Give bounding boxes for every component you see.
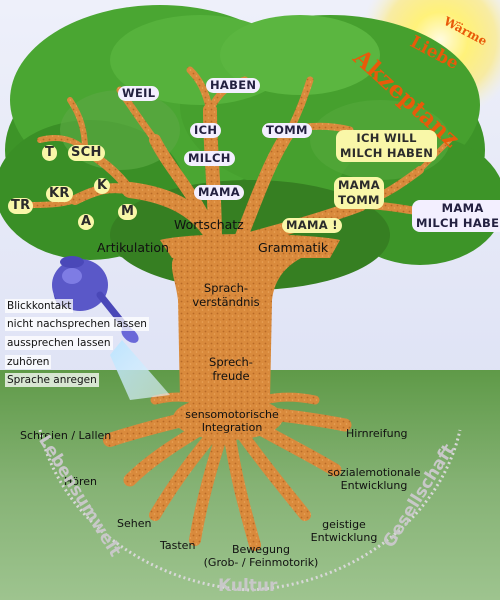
sentence-tomm: TOMM [338,192,380,207]
sentence-bubble-ich-will-milch-haben: ICH WILL MILCH HABEN [336,130,438,162]
sound-bubble-a: A [78,214,95,231]
tip-blickkontakt: Blickkontakt [5,299,74,313]
root-label-sozialemotionale-entwicklung: sozialemotionale Entwicklung [318,466,430,492]
root-label-hirnreifung: Hirnreifung [346,427,408,440]
tip-aussprechen-lassen: aussprechen lassen [5,336,113,350]
root-label-bewegung: Bewegung (Grob- / Feinmotorik) [196,543,326,569]
sentence-milch-haben: MILCH HABEN [340,145,434,160]
root-label-sehen: Sehen [117,517,152,530]
label-artikulation: Artikulation [97,240,169,255]
ring-word-kultur: Kultur [218,576,278,596]
root-label-hoeren: Hören [64,475,98,488]
label-sprechfreude-line1: Sprech- [209,355,253,369]
sound-bubble-k: K [94,178,111,195]
word-bubble-milch: MILCH [184,151,235,166]
sentence-bubble-mama-tomm: MAMA TOMM [334,177,384,209]
root-label-bewegung-line1: Bewegung [232,543,290,556]
sound-bubble-tr: TR [8,198,34,215]
word-bubble-haben: HABEN [206,78,261,93]
root-label-geistig-line2: Entwicklung [310,530,378,544]
tip-sprache-anregen: Sprache anregen [5,373,99,387]
water-stream [110,340,170,400]
word-bubble-ich: ICH [190,123,222,138]
root-label-sozial-line1: sozialemotionale [327,466,421,479]
label-sprechfreude: Sprech- freude [196,355,266,384]
word-bubble-weil: WEIL [118,86,160,101]
sound-bubble-kr: KR [46,186,73,203]
label-sprechfreude-line2: freude [212,368,250,383]
tree-trunk [171,250,320,400]
label-wortschatz: Wortschatz [174,217,244,232]
root-label-schreien-lallen: Schreien / Lallen [20,429,112,442]
root-label-geistige-entwicklung: geistige Entwicklung [304,518,384,544]
word-bubble-mama: MAMA [194,185,244,200]
root-base [173,396,283,440]
sentence-bubble-mama-milch-haben: MAMA MILCH HABEN [412,200,500,232]
sound-bubble-sch: SCH [68,145,105,162]
sound-bubble-t: T [42,145,58,162]
label-sprachverstaendnis: Sprach- verständnis [186,281,266,310]
ring-path [38,429,462,592]
label-sprachverstaendnis-line2: verständnis [192,294,260,309]
tip-nicht-nachsprechen: nicht nachsprechen lassen [5,317,149,331]
label-sprachverstaendnis-line1: Sprach- [203,281,249,295]
trunk-fork [160,234,340,258]
label-grammatik: Grammatik [258,240,329,255]
sentence-bubble-mama-exclaim: MAMA ! [282,218,342,233]
sentence-milch-haben-2: MILCH HABEN [416,215,500,230]
label-integration-line2: Integration [201,421,263,435]
root-label-tasten: Tasten [160,539,196,552]
sentence-ich-will: ICH WILL [356,131,417,145]
label-integration-line1: sensomotorische [185,408,279,421]
sound-bubble-m: M [118,204,138,221]
root-label-geistig-line1: geistige [322,518,366,531]
label-sensomotorische-integration: sensomotorische Integration [172,408,292,434]
sentence-mama-2: MAMA [441,201,484,215]
root-label-bewegung-line2: (Grob- / Feinmotorik) [203,555,319,569]
word-bubble-tomm: TOMM [262,123,312,138]
sentence-mama: MAMA [338,178,380,192]
root-label-sozial-line2: Entwicklung [340,478,408,492]
tip-zuhoeren: zuhören [5,355,52,369]
